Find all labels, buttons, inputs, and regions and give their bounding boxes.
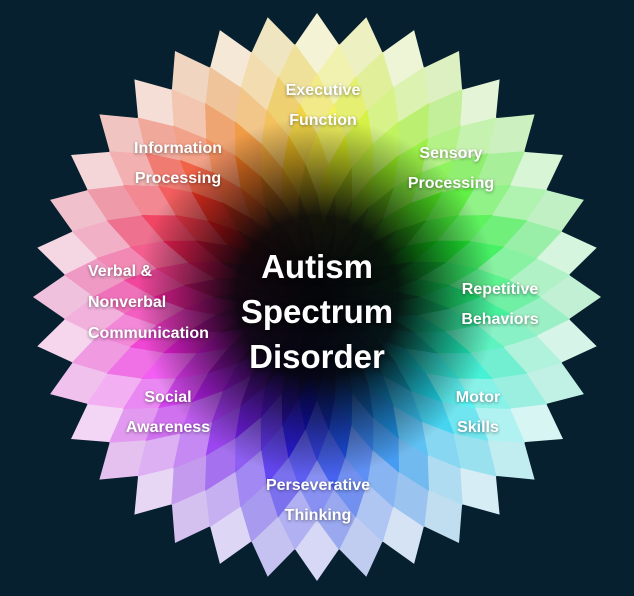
spoke-label-sensory-processing: Sensory Processing bbox=[407, 145, 495, 192]
spoke-label-repetitive-behaviors: Repetitive Behaviors bbox=[461, 281, 539, 328]
spoke-label-information-processing: Information Processing bbox=[134, 140, 222, 187]
spoke-label-executive-function: Executive Function bbox=[285, 82, 361, 129]
spoke-label-motor-skills: Motor Skills bbox=[455, 389, 501, 436]
wheel-dark-core bbox=[137, 117, 497, 477]
spoke-label-social-awareness: Social Awareness bbox=[125, 389, 211, 436]
spoke-label-verbal-nonverbal-communication: Verbal & Nonverbal Communication bbox=[88, 263, 209, 342]
center-title: Autism Spectrum Disorder bbox=[240, 248, 394, 375]
spoke-label-perseverative-thinking: Perseverative Thinking bbox=[265, 477, 371, 524]
